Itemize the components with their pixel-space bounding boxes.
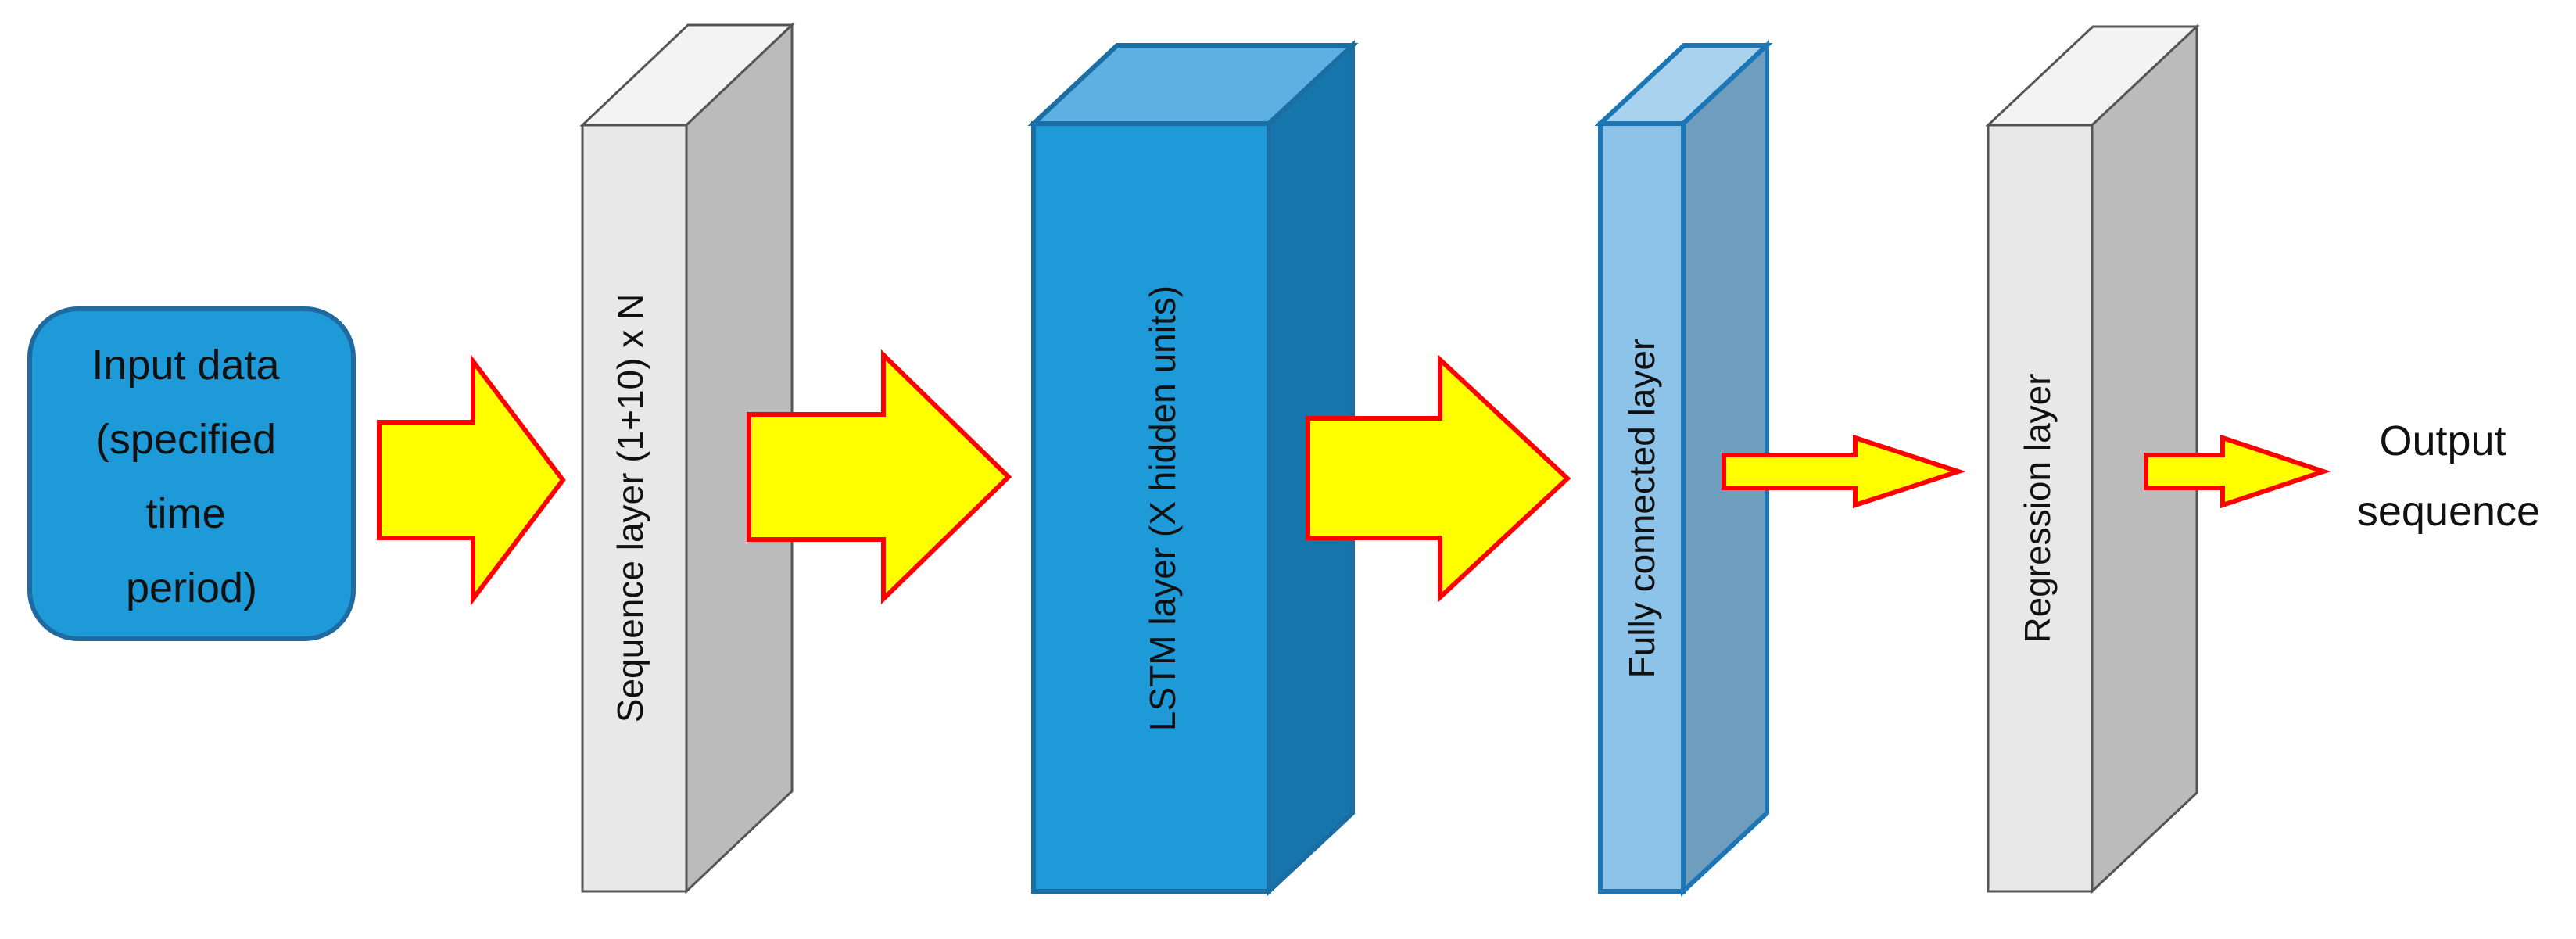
input-data-line-2: (specified [95, 416, 276, 463]
sequence-layer-front [581, 124, 688, 893]
input-data-box [27, 306, 356, 641]
output-line-2: sequence [2357, 488, 2540, 535]
input-data-node: Input data (specified time period) [27, 306, 356, 641]
fc-layer-front [1598, 121, 1686, 894]
regression-layer-label: Regression layer [2017, 373, 2058, 643]
output-sequence-label: Output sequence [2357, 418, 2540, 535]
arrow-regression-to-output [2144, 434, 2331, 509]
input-data-line-3: time [145, 490, 225, 537]
lstm-layer-label: LSTM layer (X hidden units) [1142, 285, 1183, 731]
input-data-label: Input data (specified time period) [91, 342, 291, 611]
sequence-layer-block: Sequence layer (1+10) x N [579, 22, 795, 894]
arrow-fc-to-regression [1722, 434, 1966, 509]
fully-connected-layer-block: Fully connected layer [1594, 40, 1773, 897]
sequence-layer-label: Sequence layer (1+10) x N [610, 294, 650, 722]
fc-layer-label: Fully connected layer [1621, 339, 1662, 679]
regression-layer-front [1987, 124, 2094, 893]
arrow-sequence-to-lstm [747, 349, 1012, 605]
lstm-layer-block: LSTM layer (X hidden units) [1027, 40, 1359, 897]
lstm-layer-front [1031, 121, 1271, 894]
arrow-lstm-to-fc [1306, 354, 1571, 603]
input-data-line-1: Input data [91, 342, 280, 389]
input-data-line-4: period) [126, 564, 257, 611]
arrow-input-to-sequence [377, 354, 566, 606]
output-line-1: Output [2379, 418, 2506, 464]
